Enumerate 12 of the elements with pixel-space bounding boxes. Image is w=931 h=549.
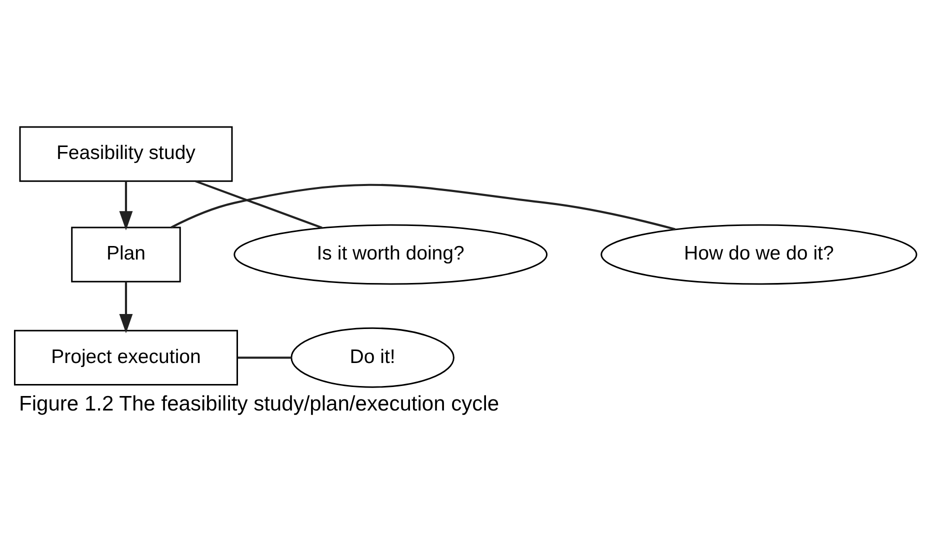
- connector: [238, 356, 292, 359]
- node-box: Feasibility study: [19, 126, 233, 182]
- caption: Figure 1.2 The feasibility study/plan/execution cycle: [18, 392, 500, 416]
- node-ellipse: How do we do it?: [600, 224, 918, 285]
- node-box: Project execution: [14, 330, 238, 386]
- node-box: Plan: [71, 226, 181, 282]
- node-ellipse: Do it!: [290, 327, 454, 388]
- connector: [170, 184, 676, 230]
- arrow: [119, 181, 133, 230]
- node-ellipse: Is it worth doing?: [234, 224, 548, 285]
- connector: [195, 180, 322, 229]
- arrow: [119, 282, 133, 334]
